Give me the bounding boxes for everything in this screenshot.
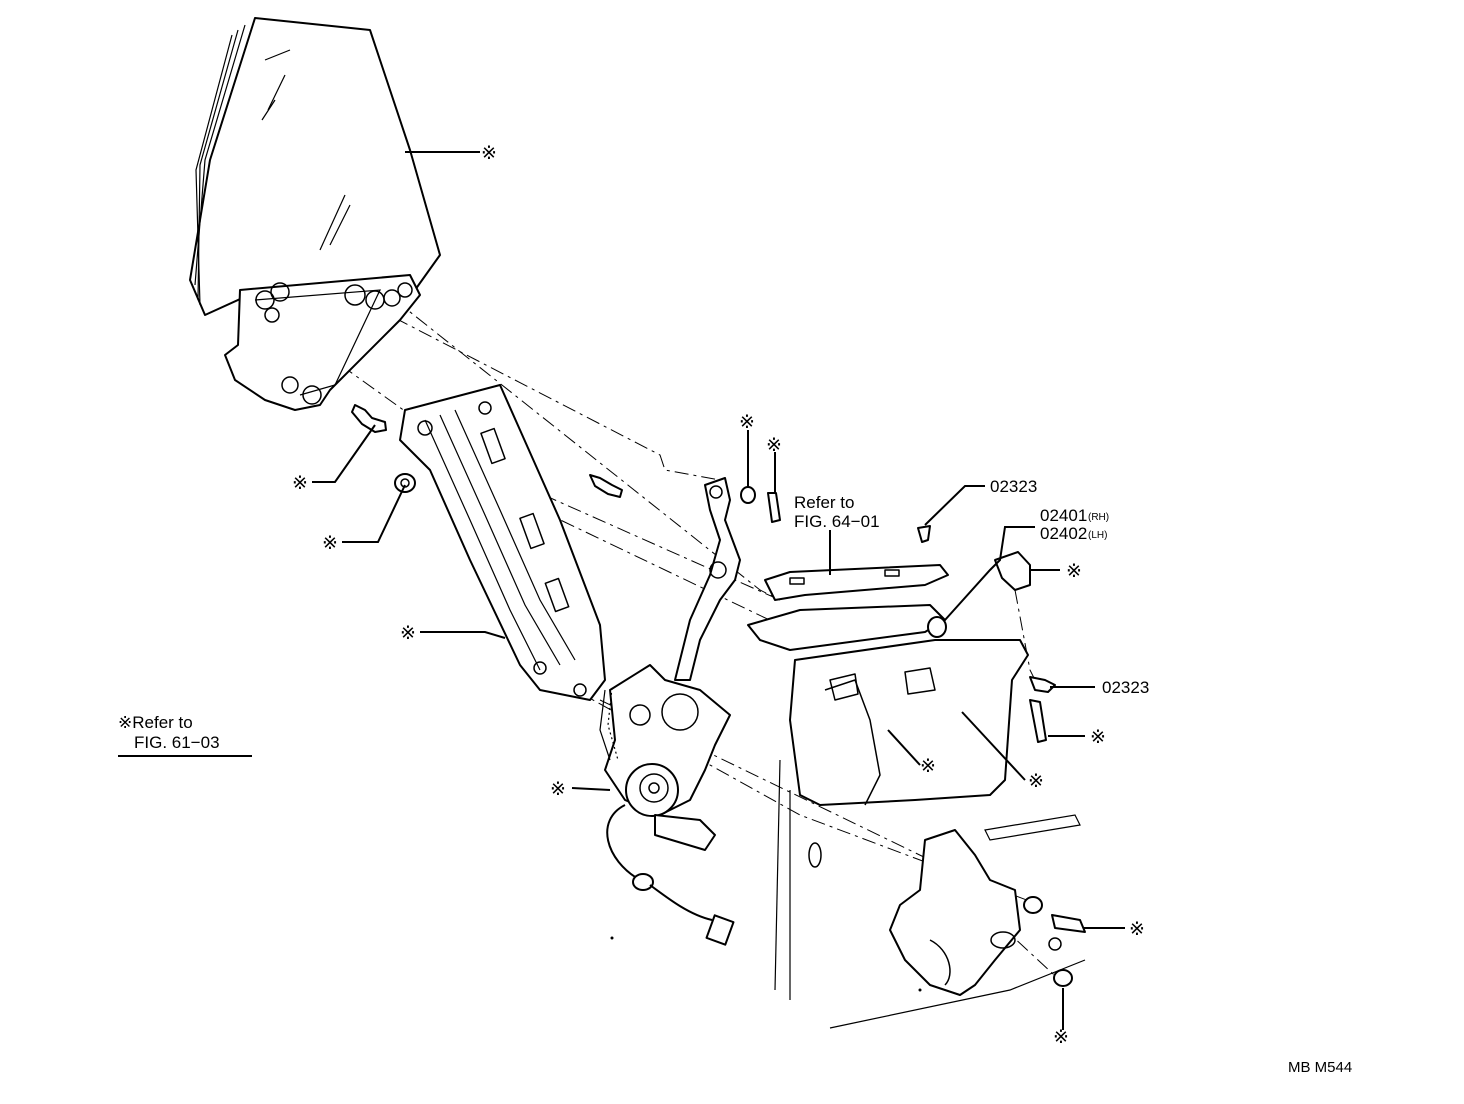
callout-mark: ※ (1066, 560, 1082, 582)
refer-fig-64-01-line1: Refer to (794, 493, 854, 512)
callout-mark: ※ (1129, 918, 1145, 940)
callout-mark: ※ (400, 622, 416, 644)
callout-mark: ※ (322, 532, 338, 554)
callout-mark: ※ (766, 434, 782, 456)
figure-id: MB M544 (1288, 1059, 1352, 1076)
part-number-02323-top: 02323 (990, 477, 1037, 496)
callout-mark: ※ (739, 411, 755, 433)
window-stopper-bracket (747, 551, 1031, 651)
part-number-02401-suffix: (RH) (1088, 512, 1109, 523)
window-regulator (599, 477, 741, 946)
door-inner-panel (774, 639, 1086, 1029)
callout-mark: ※ (481, 142, 497, 164)
glass-run-channel (399, 384, 606, 701)
glass-channel-bracket (224, 274, 421, 411)
part-number-02401: 02401 (1040, 506, 1087, 525)
refer-fig-61-03-line1: ※Refer to (118, 713, 193, 732)
part-number-02402-suffix: (LH) (1088, 530, 1107, 541)
text-labels: Refer to FIG. 64−01 02323 02401 (RH) 024… (118, 477, 1352, 1076)
part-number-02323-right: 02323 (1102, 678, 1149, 697)
callout-marks: ※ ※ ※ ※ ※ ※ ※ ※ ※ ※ ※ ※ ※ (292, 142, 1145, 1048)
part-number-02402: 02402 (1040, 524, 1087, 543)
callout-mark: ※ (1053, 1026, 1069, 1048)
callout-mark: ※ (1090, 726, 1106, 748)
specks (610, 936, 1062, 992)
refer-fig-64-01-line2: FIG. 64−01 (794, 512, 880, 531)
callout-mark: ※ (920, 755, 936, 777)
callout-mark: ※ (1028, 770, 1044, 792)
callout-mark: ※ (292, 472, 308, 494)
door-glass (189, 17, 441, 316)
refer-fig-61-03-line2: FIG. 61−03 (134, 733, 220, 752)
callout-mark: ※ (550, 778, 566, 800)
lower-mount-bracket (889, 829, 1021, 996)
leader-lines (118, 151, 1125, 1030)
